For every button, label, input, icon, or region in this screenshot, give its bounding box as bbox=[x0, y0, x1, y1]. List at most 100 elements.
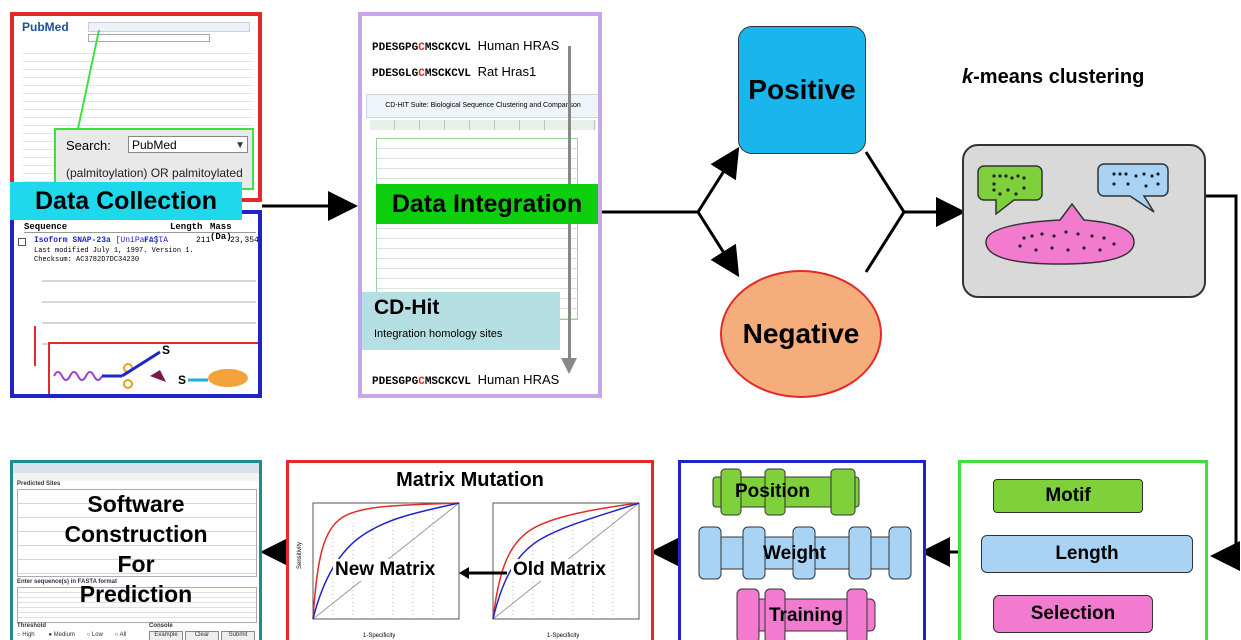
seq-rat-hras1: PDESGLGCMSCKCVL Rat Hras1 bbox=[372, 64, 536, 80]
cdhit-titlebar: CD-HIT Suite: Biological Sequence Cluste… bbox=[366, 94, 598, 118]
seq2-post: MSCKCVL bbox=[424, 68, 472, 80]
kmeans-k: k bbox=[962, 66, 974, 88]
arrow-kmeans-to-features bbox=[1205, 194, 1240, 571]
software-overlay: Software Construction For Prediction bbox=[13, 489, 259, 609]
window-menubar bbox=[13, 473, 259, 481]
software-line-4: Prediction bbox=[79, 581, 193, 607]
seq3-pre: PDESGPG bbox=[372, 376, 419, 388]
uniprot-panel: Sequence Length Mass (Da) Isoform SNAP-2… bbox=[10, 210, 262, 398]
software-line-1: Software bbox=[87, 491, 185, 517]
chevron-down-icon: ▼ bbox=[235, 140, 245, 151]
enter-sequence-label: Enter sequence(s) in FASTA format bbox=[17, 579, 118, 585]
cdhit-form bbox=[376, 138, 578, 320]
weight-shape bbox=[698, 526, 912, 580]
pubmed-panel: PubMed Search: PubMed ▼ (palmitoylation)… bbox=[10, 12, 262, 202]
entry-length: 211 bbox=[196, 236, 211, 245]
position-shape bbox=[712, 468, 860, 516]
arrow-to-positive bbox=[696, 146, 740, 213]
negative-ellipse: Negative bbox=[720, 270, 882, 398]
db-select[interactable]: PubMed ▼ bbox=[128, 136, 248, 153]
line-positive-merge bbox=[864, 151, 906, 213]
sequence-block bbox=[42, 270, 256, 354]
cluster-green bbox=[977, 165, 1043, 216]
seq2-name: Rat Hras1 bbox=[477, 64, 537, 79]
col-mass: Mass (Da) bbox=[210, 222, 232, 242]
software-line-3: For bbox=[117, 551, 155, 577]
cluster-points bbox=[992, 172, 1160, 252]
radio-high[interactable]: ○ High bbox=[17, 632, 35, 638]
uniprot-header: Sequence Length Mass (Da) bbox=[24, 222, 256, 242]
roc-right-xlabel: 1-Specificity bbox=[547, 633, 579, 639]
seq3-name: Human HRAS bbox=[477, 372, 560, 387]
data-integration-label: Data Integration bbox=[376, 184, 598, 224]
pubmed-topbar bbox=[88, 22, 250, 32]
new-matrix-label: New Matrix bbox=[333, 559, 438, 581]
uniprot-entry-row: Isoform SNAP-23a [UniParc]. FASTA 211 23… bbox=[34, 236, 259, 245]
entry-modified: Last modified July 1, 1997. Version 1. bbox=[34, 247, 194, 255]
seq3-post: MSCKCVL bbox=[424, 376, 472, 388]
col-sequence: Sequence bbox=[24, 222, 68, 232]
radio-all[interactable]: ○ All bbox=[114, 632, 127, 638]
search-label: Search: bbox=[66, 138, 111, 153]
radio-high-label: High bbox=[22, 632, 35, 638]
radio-medium[interactable]: ● Medium bbox=[48, 632, 75, 638]
seq1-post: MSCKCVL bbox=[424, 42, 472, 54]
feature-panel: Motif Length Selection bbox=[958, 460, 1208, 640]
seq1-name: Human HRAS bbox=[477, 38, 560, 53]
old-matrix-label: Old Matrix bbox=[511, 559, 608, 581]
roc-left-xlabel: 1-Specificity bbox=[363, 633, 395, 639]
arrow-to-negative bbox=[696, 211, 740, 278]
predicted-sites-label: Predicted Sites bbox=[17, 481, 61, 487]
software-panel: Predicted Sites Enter sequence(s) in FAS… bbox=[10, 460, 262, 640]
clear-button[interactable]: Clear bbox=[185, 631, 219, 640]
pubmed-query-mini bbox=[88, 34, 210, 42]
entry-checkbox[interactable] bbox=[18, 238, 26, 246]
length-box: Length bbox=[981, 535, 1193, 573]
threshold-options: ○ High ● Medium ○ Low ○ All bbox=[17, 632, 126, 638]
matrix-mutation-title: Matrix Mutation bbox=[396, 469, 544, 491]
seq-human-hras-bottom: PDESGPGCMSCKCVL Human HRAS bbox=[372, 372, 559, 388]
entry-db[interactable]: [UniParc]. bbox=[115, 236, 164, 245]
seq1-pre: PDESGPG bbox=[372, 42, 419, 54]
software-line-2: Construction bbox=[64, 521, 208, 547]
pubmed-zoom-box: Search: PubMed ▼ (palmitoylation) OR pal… bbox=[54, 128, 254, 190]
training-label: Training bbox=[769, 605, 843, 626]
entry-mass: 23,354 bbox=[230, 236, 259, 245]
kmeans-box bbox=[962, 144, 1206, 298]
training-shape bbox=[736, 588, 876, 640]
seq3-c: C bbox=[418, 376, 425, 388]
seq1-c: C bbox=[418, 42, 425, 54]
cluster-blue bbox=[1097, 163, 1169, 213]
cdhit-box: CD-Hit Integration homology sites bbox=[362, 292, 560, 350]
radio-low-label: Low bbox=[91, 632, 103, 638]
position-label: Position bbox=[735, 481, 810, 502]
threshold-label: Threshold bbox=[17, 623, 47, 629]
sequence-textarea[interactable] bbox=[17, 587, 257, 623]
query-input[interactable]: (palmitoylation) OR palmitoylated bbox=[66, 166, 243, 180]
cdhit-tabs bbox=[370, 120, 596, 130]
seq2-c: C bbox=[418, 68, 425, 80]
down-arrow-head bbox=[561, 358, 577, 374]
radio-low[interactable]: ○ Low bbox=[86, 632, 103, 638]
entry-format[interactable]: FASTA bbox=[144, 236, 169, 245]
console-label: Console bbox=[149, 623, 173, 629]
positive-box: Positive bbox=[738, 26, 866, 154]
highlight-line bbox=[34, 326, 36, 366]
selection-box: Selection bbox=[993, 595, 1153, 633]
kmeans-title: k-means clustering bbox=[962, 66, 1144, 89]
pubmed-logo: PubMed bbox=[22, 20, 69, 34]
cluster-pink bbox=[985, 202, 1135, 265]
palmitoyl-schematic: S S bbox=[48, 342, 258, 394]
submit-button[interactable]: Submit bbox=[221, 631, 255, 640]
svg-text:S: S bbox=[178, 373, 186, 387]
entry-checksum: Checksum: AC3782D7DC34230 bbox=[34, 256, 140, 264]
data-collection-label: Data Collection bbox=[10, 182, 242, 220]
seq2-pre: PDESGLG bbox=[372, 68, 419, 80]
entry-name[interactable]: Isoform SNAP-23a bbox=[34, 236, 111, 245]
roc-left-ylabel: Sensitivity bbox=[297, 542, 303, 569]
example-button[interactable]: Example bbox=[149, 631, 183, 640]
cdhit-sub: Integration homology sites bbox=[374, 328, 503, 340]
line-negative-merge bbox=[864, 211, 906, 273]
old-to-new-arrow bbox=[459, 567, 507, 579]
